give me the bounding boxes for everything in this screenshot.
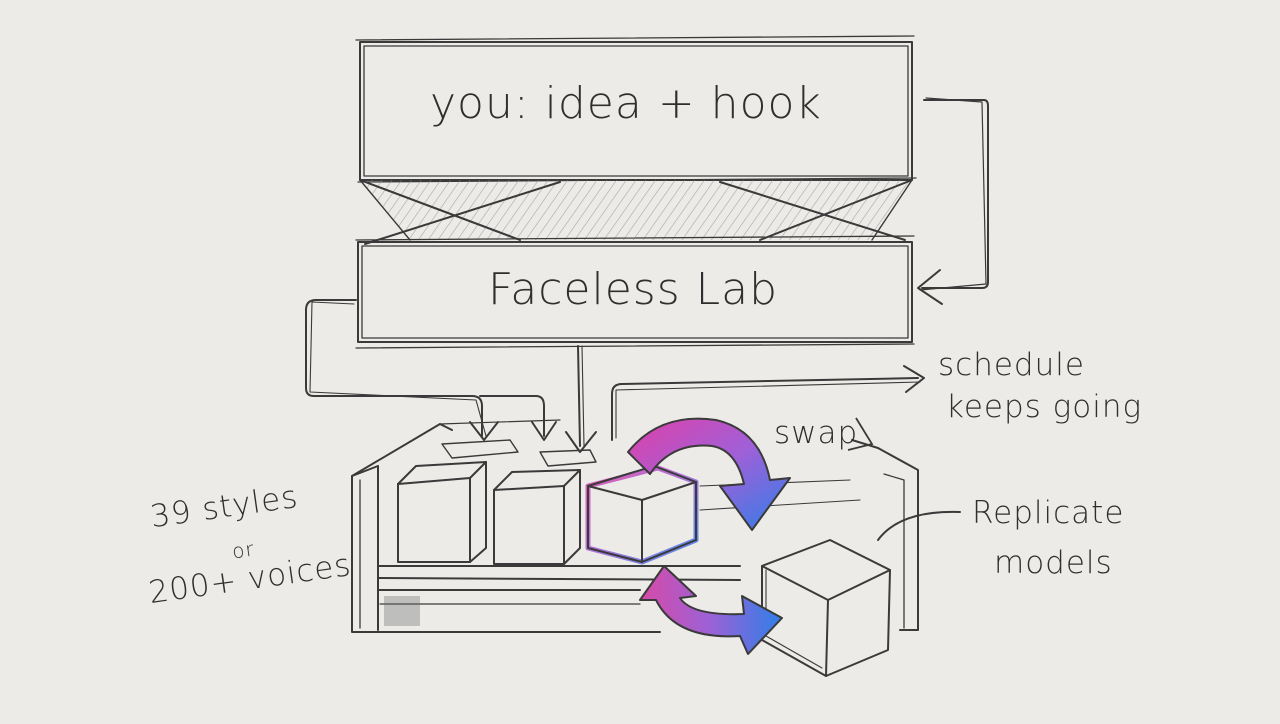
cube-swap-lower bbox=[761, 539, 891, 677]
left-feed-arrow bbox=[305, 299, 557, 441]
replicate-line-1: Replicate bbox=[972, 495, 1125, 531]
funnel-connector bbox=[359, 179, 913, 245]
replicate-pointer bbox=[877, 510, 961, 541]
schedule-line-2: keeps going bbox=[946, 389, 1143, 425]
cube-2 bbox=[493, 469, 581, 565]
swap-arrows bbox=[627, 417, 791, 655]
swap-tick bbox=[847, 417, 874, 451]
feedback-arrow bbox=[917, 97, 989, 305]
cube-1 bbox=[397, 461, 487, 563]
schedule-line-1: schedule bbox=[938, 347, 1085, 383]
cube-swap-upper bbox=[585, 465, 699, 565]
styles-line-2: or bbox=[230, 536, 257, 564]
schedule-arrow bbox=[611, 365, 925, 441]
top-box-label: you: idea + hook bbox=[430, 78, 822, 129]
cube-back-1 bbox=[441, 439, 597, 467]
center-feed-arrow bbox=[565, 345, 597, 453]
middle-box-label: Faceless Lab bbox=[488, 264, 779, 315]
swap-label: swap bbox=[774, 415, 859, 451]
replicate-line-2: models bbox=[994, 545, 1113, 581]
middle-box bbox=[355, 235, 915, 349]
